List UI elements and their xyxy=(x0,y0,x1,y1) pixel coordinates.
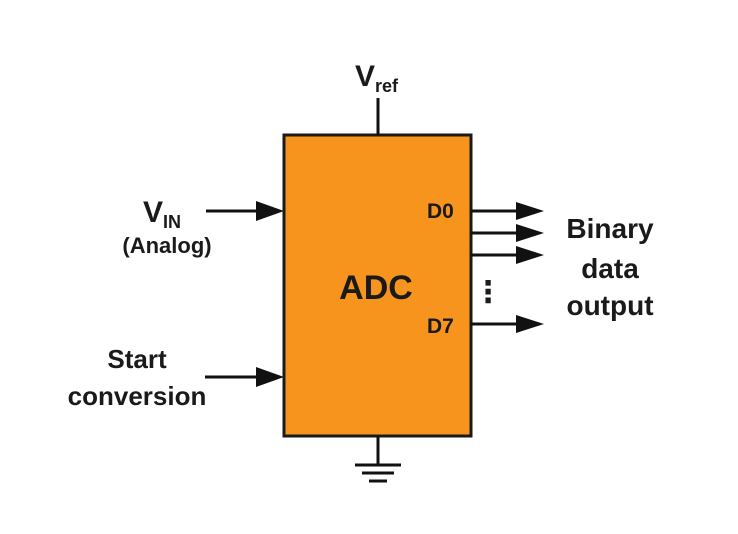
vin-base: V xyxy=(143,196,163,229)
adc-block xyxy=(282,133,473,438)
vin-label: VIN xyxy=(143,196,181,232)
start-arrowhead-icon xyxy=(256,367,284,387)
output-arrowhead-d7-icon xyxy=(516,315,544,333)
vref-subscript: ref xyxy=(375,76,399,96)
output-arrowhead-d1-icon xyxy=(516,224,544,242)
vin-caption: (Analog) xyxy=(122,233,211,258)
output-label-line1: Binary xyxy=(566,213,654,244)
start-label-line2: conversion xyxy=(68,381,207,411)
adc-label: ADC xyxy=(339,269,413,307)
start-label-line1: Start xyxy=(107,344,167,374)
vref-label: Vref xyxy=(355,60,399,96)
output-arrowhead-d2-icon xyxy=(516,246,544,264)
output-arrowhead-d0-icon xyxy=(516,202,544,220)
vin-subscript: IN xyxy=(163,212,181,232)
pin-d7-label: D7 xyxy=(427,315,454,338)
output-label-line3: output xyxy=(566,290,653,321)
pin-d0-label: D0 xyxy=(427,200,454,223)
ground-symbol-icon xyxy=(355,436,401,483)
output-ellipsis: ⋮ xyxy=(473,276,503,309)
output-label-line2: data xyxy=(581,253,639,284)
vref-base: V xyxy=(355,60,375,93)
vin-arrowhead-icon xyxy=(256,201,284,221)
